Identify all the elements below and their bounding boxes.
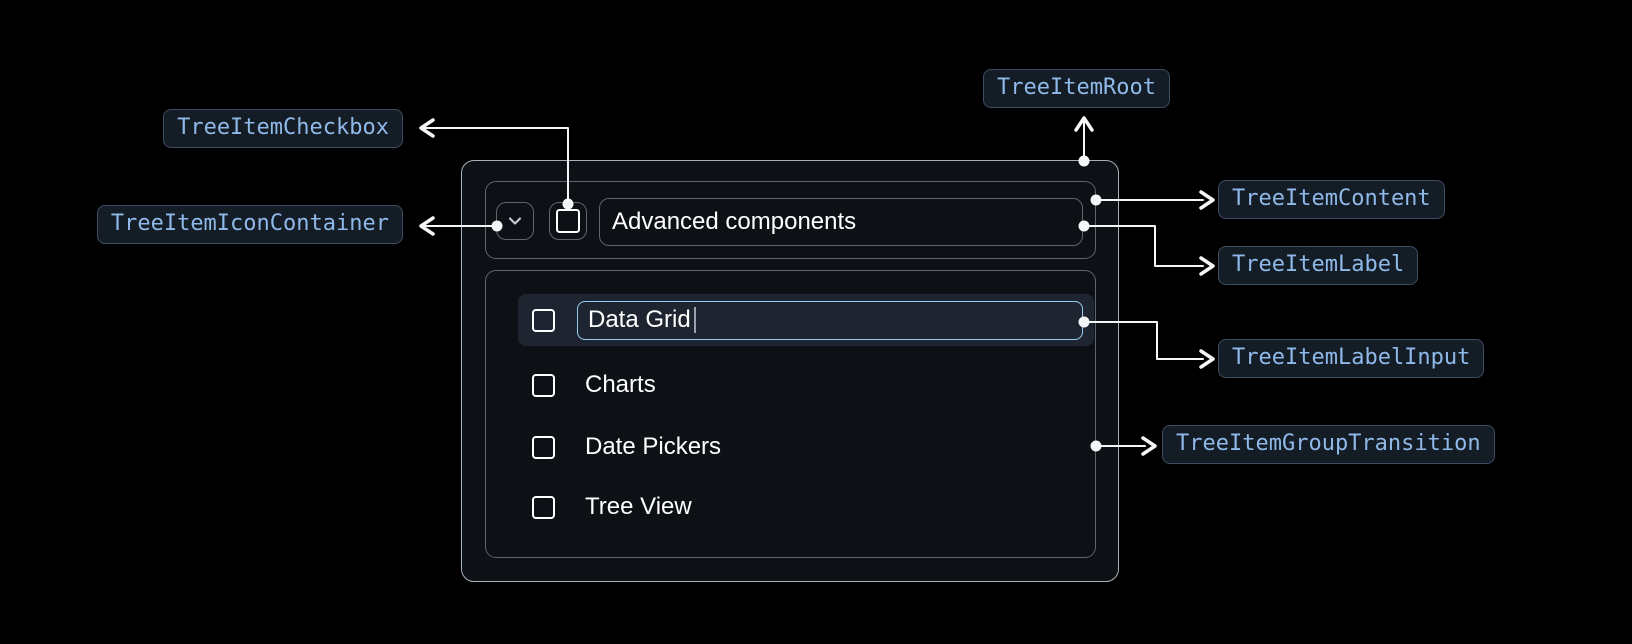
tree-item-row[interactable]: Date Pickers [518, 421, 1094, 473]
checkbox-unchecked-icon[interactable] [532, 495, 555, 519]
tree-item-label: Date Pickers [585, 433, 722, 460]
tree-item-label: Charts [585, 371, 656, 398]
label-input-value: Data Grid [588, 306, 691, 333]
chevron-down-icon [508, 217, 522, 225]
tree-item-row[interactable]: Charts [518, 359, 1094, 411]
annotation-tree-item-content: TreeItemContent [1218, 180, 1445, 219]
checkbox-unchecked-icon[interactable] [532, 435, 555, 459]
checkbox-unchecked-icon [556, 209, 580, 233]
checkbox-unchecked-icon[interactable] [532, 373, 555, 397]
tree-item-label: Tree View [585, 493, 692, 520]
annotation-tree-item-group-transition: TreeItemGroupTransition [1162, 425, 1495, 464]
tree-item-group-transition: Data Grid Charts Date Pickers Tree View [484, 269, 1096, 558]
tree-item-content[interactable]: Advanced components [484, 180, 1096, 259]
annotation-tree-item-checkbox: TreeItemCheckbox [163, 109, 403, 148]
tree-item-label[interactable]: Advanced components [599, 198, 1083, 246]
tree-item-label-input[interactable]: Data Grid [577, 300, 1083, 340]
tree-item-root: Advanced components Data Grid Charts Dat… [461, 160, 1119, 582]
tree-item-checkbox[interactable] [549, 202, 587, 240]
parent-item-label: Advanced components [612, 208, 857, 235]
text-caret [693, 307, 696, 333]
annotation-tree-item-root: TreeItemRoot [983, 69, 1170, 108]
checkbox-unchecked-icon[interactable] [532, 308, 555, 332]
annotation-tree-item-label: TreeItemLabel [1218, 246, 1419, 285]
tree-item-row-editing[interactable]: Data Grid [518, 294, 1094, 346]
tree-item-row[interactable]: Tree View [518, 481, 1094, 533]
expand-button[interactable] [496, 202, 534, 240]
annotation-tree-item-label-input: TreeItemLabelInput [1218, 339, 1485, 378]
annotation-tree-item-icon-container: TreeItemIconContainer [96, 205, 403, 244]
